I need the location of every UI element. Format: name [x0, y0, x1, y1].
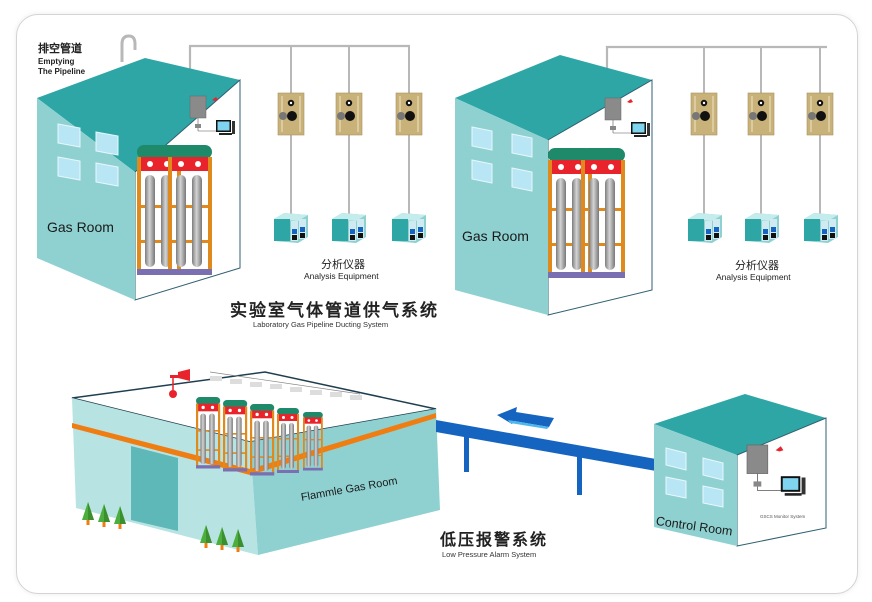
lab-gas-system-right [455, 45, 838, 316]
alarm-signal-duct [436, 420, 656, 495]
gas-regulator-panel-icon [690, 92, 718, 136]
gas-room-building [37, 58, 241, 301]
analysis-equipment-label-cn-right: 分析仪器 [735, 260, 779, 272]
flammable-gas-room-building [71, 369, 440, 555]
vent-label-en-line2: The Pipeline [38, 67, 86, 76]
gas-regulator-panel-icon [806, 92, 834, 136]
analysis-equipment-label-cn-left: 分析仪器 [321, 259, 365, 271]
analysis-equipment-icon [274, 213, 308, 243]
control-room-building [654, 394, 827, 547]
flow-direction-arrow-icon [497, 407, 554, 429]
gas-regulator-panel-icon [335, 92, 363, 136]
analysis-equipment-icon [804, 213, 838, 243]
vent-pipe-icon [120, 34, 137, 62]
system-title-cn: 实验室气体管道供气系统 [230, 301, 439, 320]
analysis-equipment-icon [332, 213, 366, 243]
vent-label-en-line1: Emptying [38, 57, 75, 66]
gas-room-label-right: Gas Room [462, 228, 529, 244]
alarm-system-title-en: Low Pressure Alarm System [442, 550, 537, 559]
gas-room-label-left: Gas Room [47, 219, 114, 235]
system-title-en: Laboratory Gas Pipeline Ducting System [253, 320, 389, 329]
gas-regulator-panel-icon [395, 92, 423, 136]
gas-detectors [210, 376, 362, 400]
alarm-siren-icon [169, 369, 190, 398]
gas-regulator-panel-icon [277, 92, 305, 136]
analysis-equipment-icon [745, 213, 779, 243]
gas-room-building [455, 55, 653, 316]
control-room-monitor-label: GSCS Monitor System [760, 514, 806, 519]
door [131, 446, 178, 531]
analysis-equipment-label-en-left: Analysis Equipment [304, 271, 379, 281]
gas-regulator-panel-icon [747, 92, 775, 136]
vent-label-cn: 排空管道 [38, 43, 82, 55]
analysis-equipment-icon [688, 213, 722, 243]
alarm-system-title-cn: 低压报警系统 [440, 532, 549, 549]
analysis-equipment-label-en-right: Analysis Equipment [716, 272, 791, 282]
analysis-equipment-icon [392, 213, 426, 243]
lab-gas-system-left [37, 34, 426, 301]
detector-pipe-network [209, 371, 361, 395]
